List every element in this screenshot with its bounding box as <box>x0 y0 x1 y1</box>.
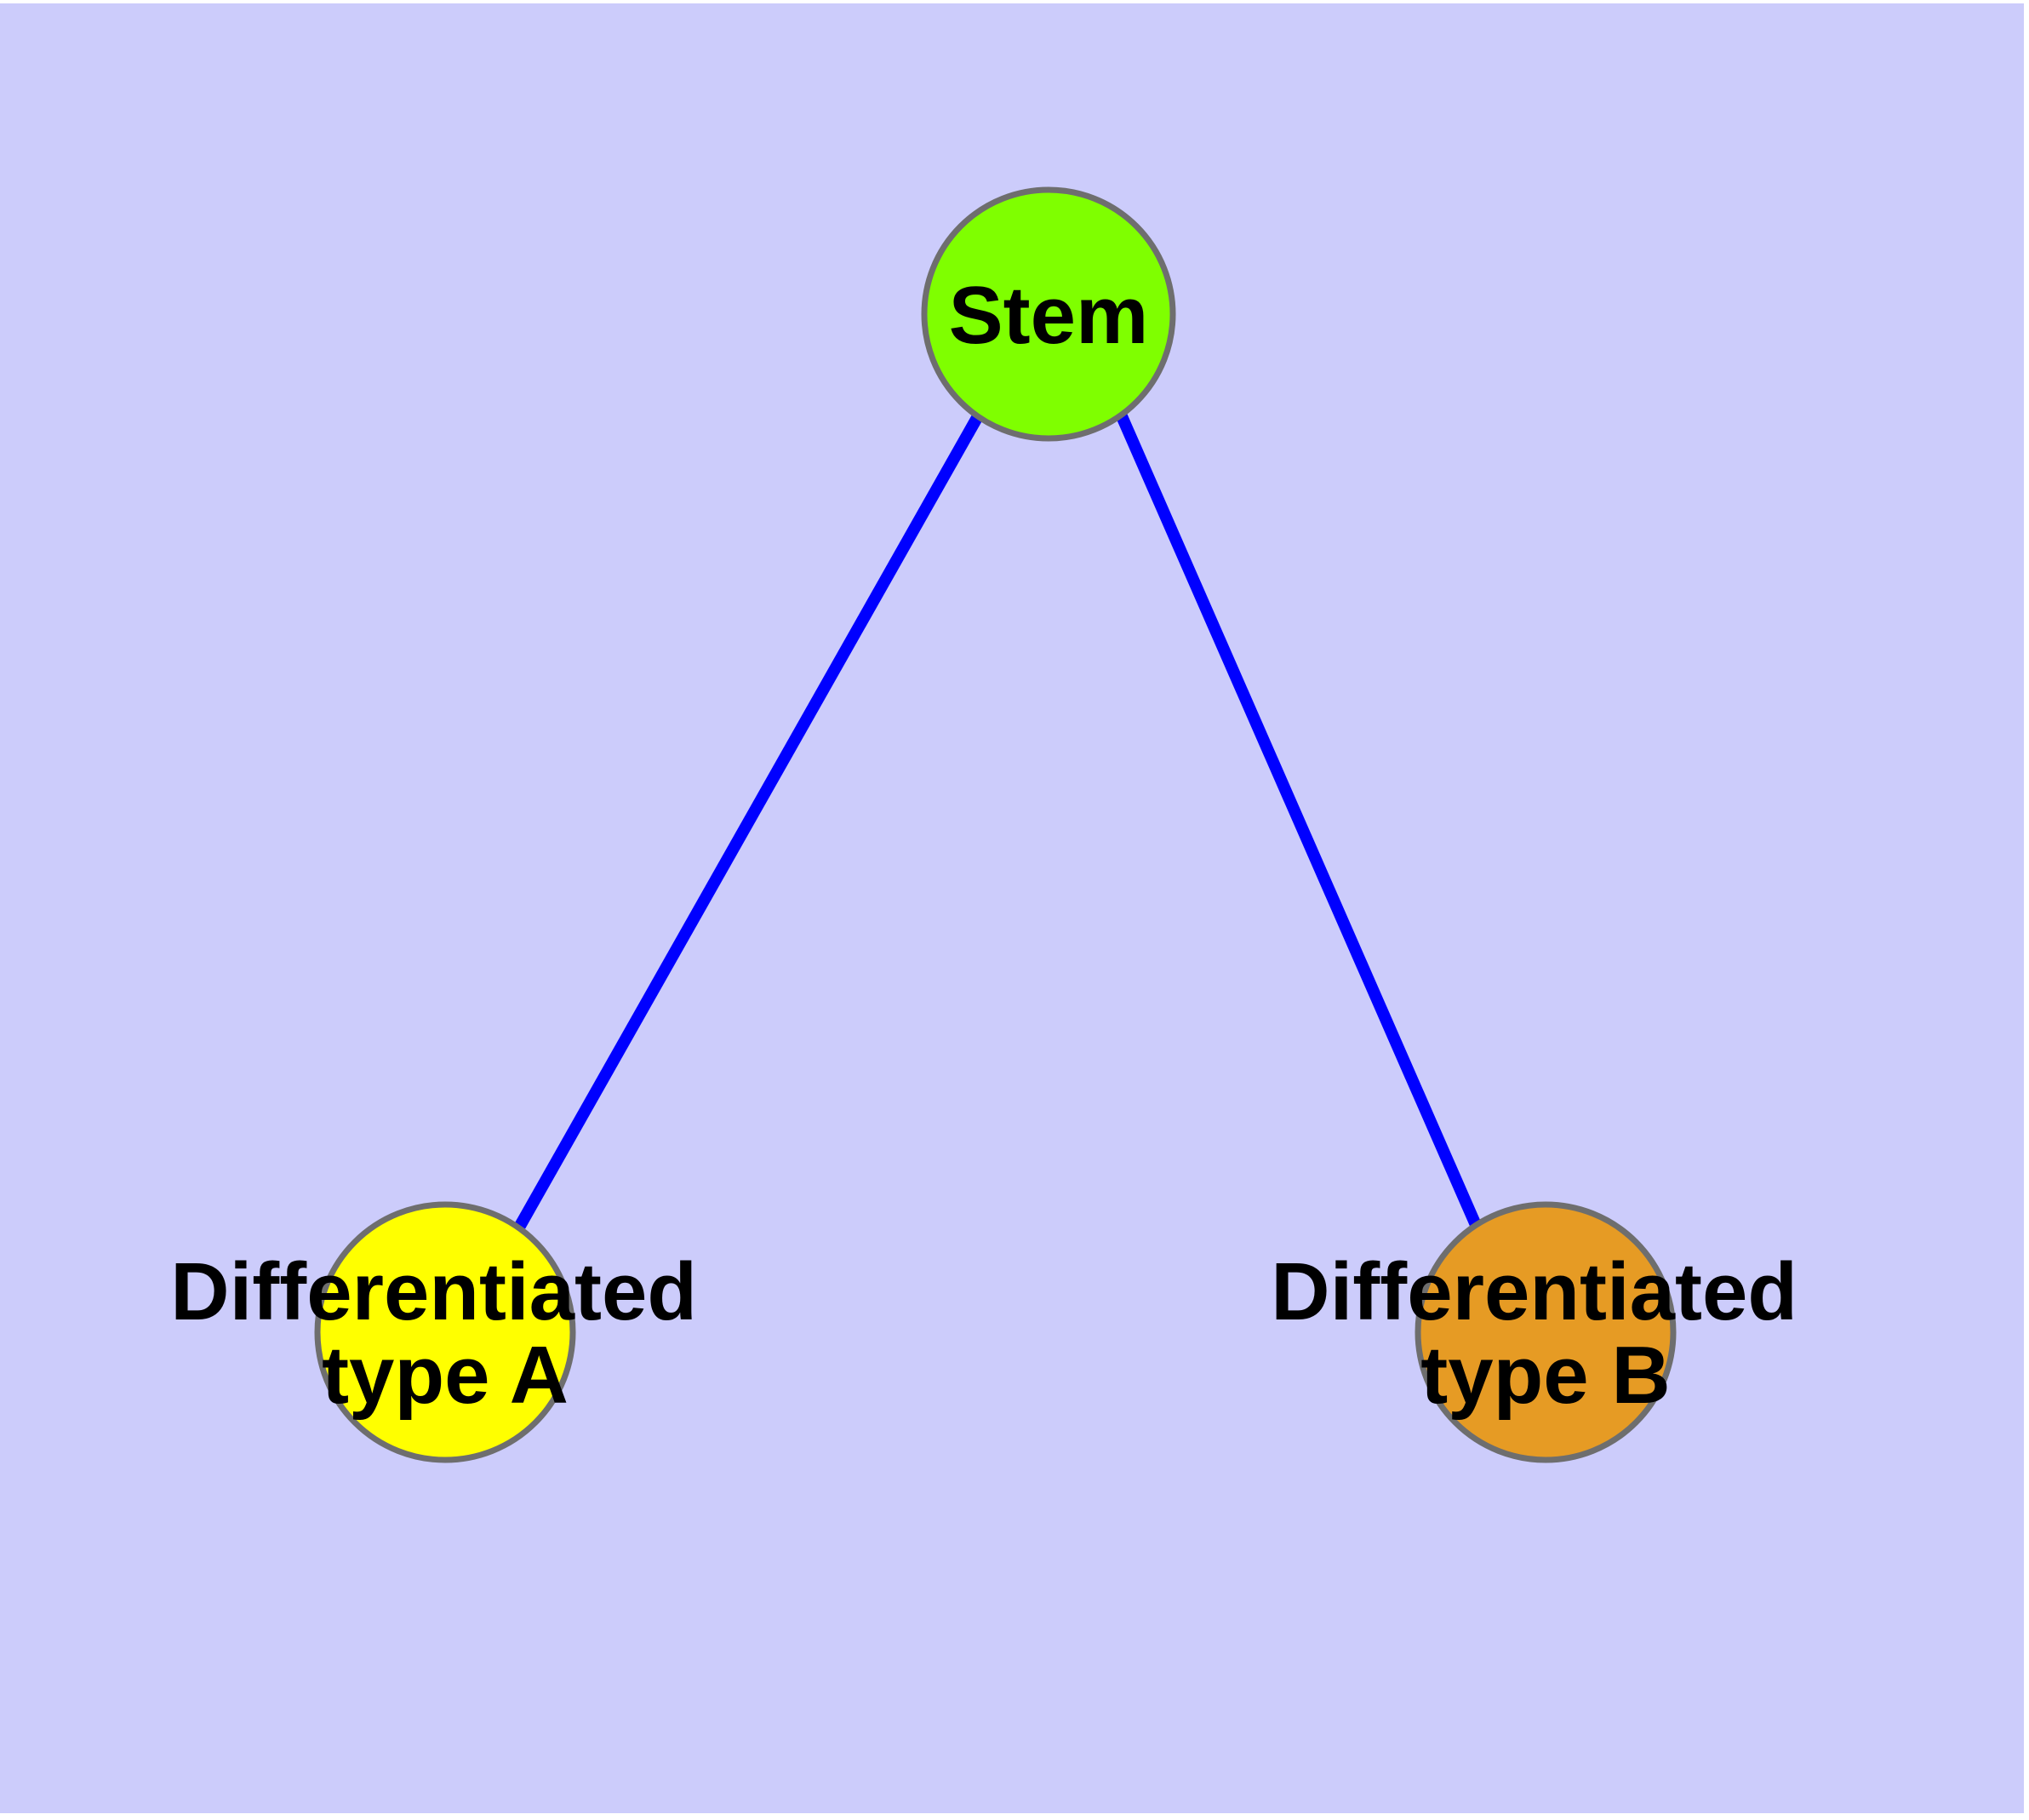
edge-layer <box>514 413 1482 1229</box>
node-label-differentiated-type-a-line-2: type A <box>322 1330 569 1421</box>
node-label-differentiated-type-b-line-1: Differentiated <box>1271 1246 1798 1337</box>
node-differentiated-type-b[interactable]: Differentiated type B <box>1271 1201 1820 1463</box>
edge-stem-to-differentiated-type-a[interactable] <box>514 413 984 1229</box>
node-differentiated-type-a[interactable]: Differentiated type A <box>170 1201 719 1463</box>
node-label-differentiated-type-b-line-2: type B <box>1420 1330 1670 1421</box>
edge-stem-to-differentiated-type-b[interactable] <box>1116 414 1482 1228</box>
node-label-stem-line-1: Stem <box>949 270 1149 361</box>
node-layer: Stem Differentiated type A Differentiate… <box>170 186 1820 1463</box>
node-label-differentiated-type-a: Differentiated type A <box>170 1246 719 1421</box>
node-label-differentiated-type-b: Differentiated type B <box>1271 1246 1820 1421</box>
node-stem[interactable]: Stem <box>921 186 1176 442</box>
node-circle-stem[interactable] <box>921 186 1176 442</box>
node-circle-differentiated-type-b[interactable] <box>1415 1201 1677 1463</box>
node-label-differentiated-type-a-line-1: Differentiated <box>170 1246 697 1337</box>
node-circle-differentiated-type-a[interactable] <box>314 1201 576 1463</box>
node-label-stem: Stem <box>949 270 1149 361</box>
